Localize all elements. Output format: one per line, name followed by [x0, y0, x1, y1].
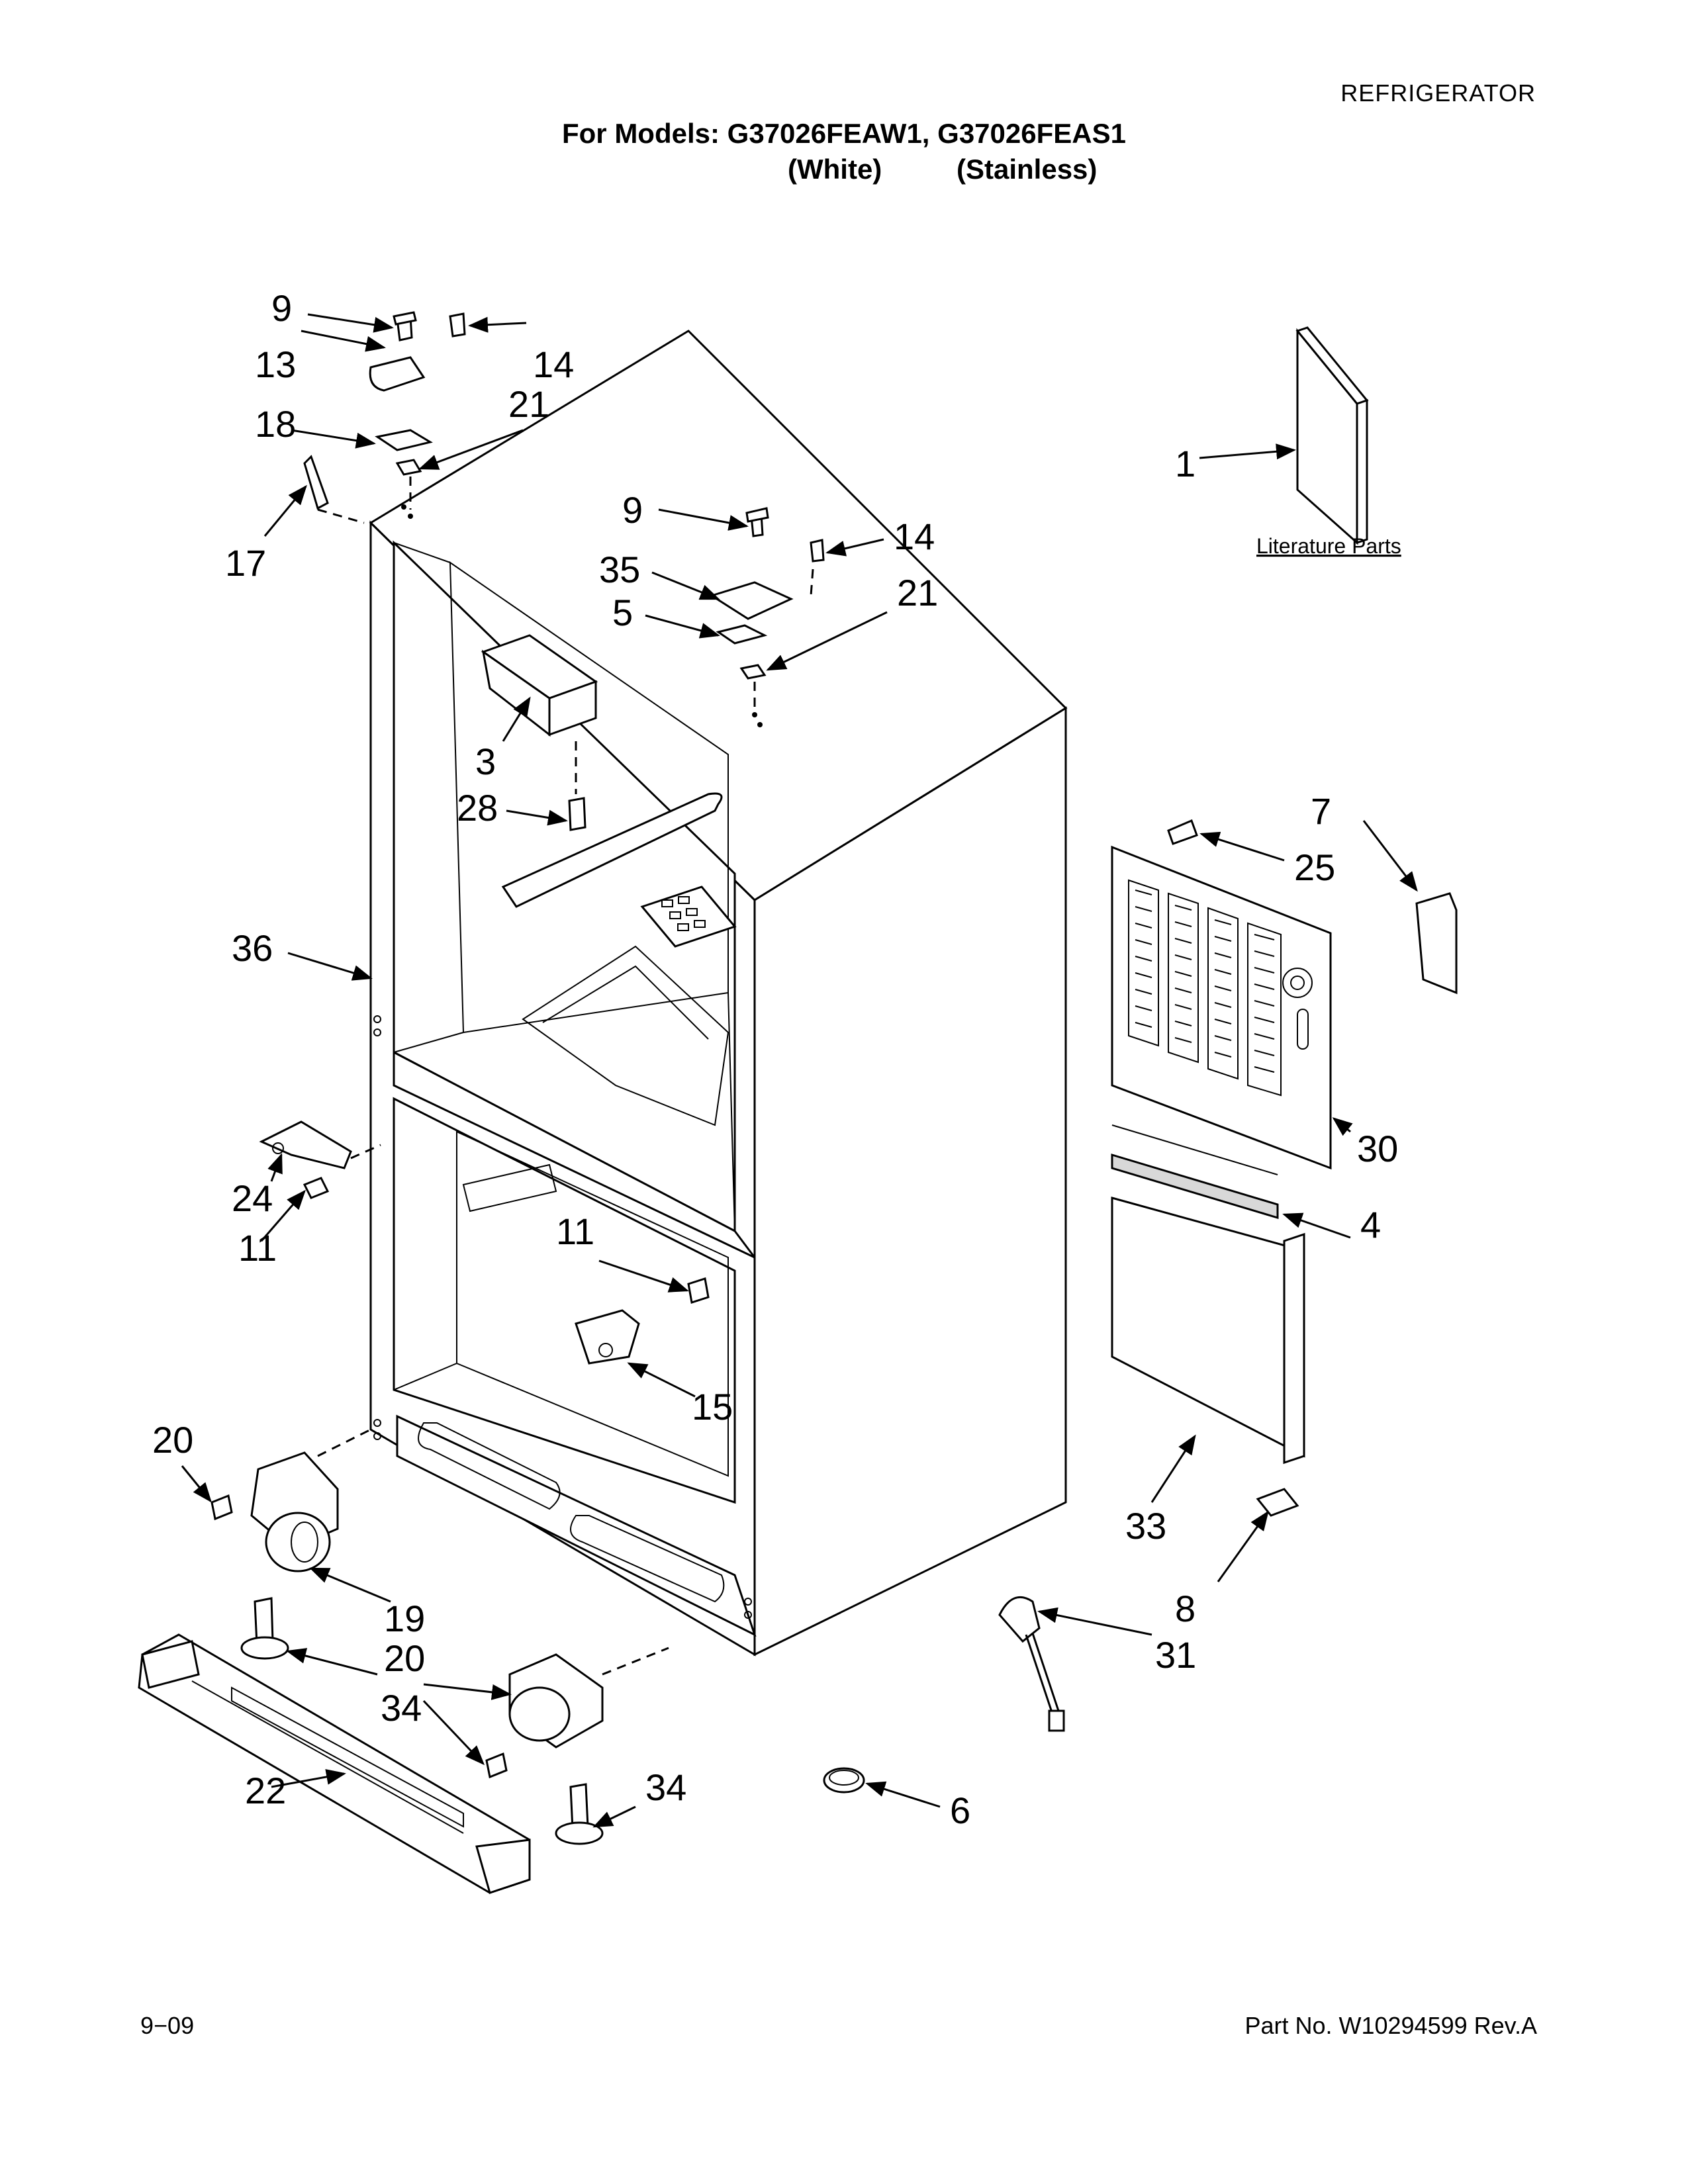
literature-parts-booklet	[1295, 326, 1369, 545]
mullion	[393, 1050, 756, 1259]
freezer-opening	[393, 1097, 736, 1504]
models-title: For Models: G37026FEAW1, G37026FEAS1	[562, 118, 1126, 149]
finish-white-label: (White)	[788, 154, 882, 185]
refrigerator-cabinet	[369, 330, 1068, 1657]
callout-5: 5	[612, 592, 633, 633]
callout-20: 20	[384, 1637, 425, 1679]
callout-14: 14	[894, 516, 935, 557]
callout-1: 1	[1175, 443, 1196, 484]
callout-8: 8	[1175, 1588, 1196, 1629]
callout-33: 33	[1125, 1505, 1166, 1547]
callout-11: 11	[238, 1227, 277, 1269]
center-hinge-left	[259, 1120, 381, 1199]
callout-6: 6	[950, 1790, 970, 1831]
callout-9: 9	[271, 287, 292, 329]
callout-20: 20	[152, 1419, 193, 1461]
right-roller-assembly	[485, 1647, 669, 1845]
callout-18: 18	[255, 403, 296, 445]
control-housing	[481, 634, 598, 831]
left-roller-assembly	[211, 1428, 371, 1660]
callout-34: 34	[381, 1687, 422, 1729]
callout-30: 30	[1357, 1128, 1398, 1169]
callout-13: 13	[255, 343, 296, 385]
cover-clip	[1415, 892, 1458, 995]
callout-14: 14	[533, 343, 574, 385]
callout-15: 15	[692, 1386, 733, 1428]
finish-stainless-label: (Stainless)	[957, 154, 1098, 185]
callout-4: 4	[1360, 1204, 1381, 1246]
literature-parts-label: Literature Parts	[1256, 534, 1401, 558]
callout-3: 3	[475, 741, 496, 782]
callout-35: 35	[599, 549, 640, 590]
callout-11: 11	[556, 1210, 594, 1252]
top-left-hinge-assembly	[303, 311, 466, 524]
callout-19: 19	[384, 1598, 425, 1639]
callout-22: 22	[245, 1770, 286, 1811]
footer-part-number: Part No. W10294599 Rev.A	[1244, 2012, 1537, 2039]
footer-date: 9−09	[140, 2012, 195, 2039]
top-right-hinge-assembly	[709, 507, 825, 715]
seal-strip	[1111, 1153, 1279, 1220]
leader-arrows	[181, 313, 1418, 1828]
callout-25: 25	[1294, 846, 1335, 888]
category-label: REFRIGERATOR	[1340, 79, 1536, 107]
callout-21: 21	[897, 572, 938, 614]
callout-7: 7	[1311, 790, 1331, 832]
machine-compartment-cover	[1111, 819, 1332, 1465]
callout-9: 9	[622, 489, 643, 531]
freezer-hinge	[575, 1277, 710, 1365]
gasket-ring	[823, 1767, 865, 1794]
water-filter-tube	[998, 1596, 1065, 1732]
hinge-trim	[303, 455, 329, 510]
callout-24: 24	[232, 1177, 273, 1219]
callout-21: 21	[508, 383, 549, 425]
callout-17: 17	[225, 542, 266, 584]
callout-28: 28	[457, 787, 498, 829]
base-grille	[138, 1633, 531, 1894]
small-clip	[1256, 1488, 1299, 1517]
callout-31: 31	[1155, 1634, 1196, 1676]
front-cover	[1111, 1197, 1305, 1458]
callout-34: 34	[645, 1766, 686, 1808]
callout-36: 36	[232, 927, 273, 969]
